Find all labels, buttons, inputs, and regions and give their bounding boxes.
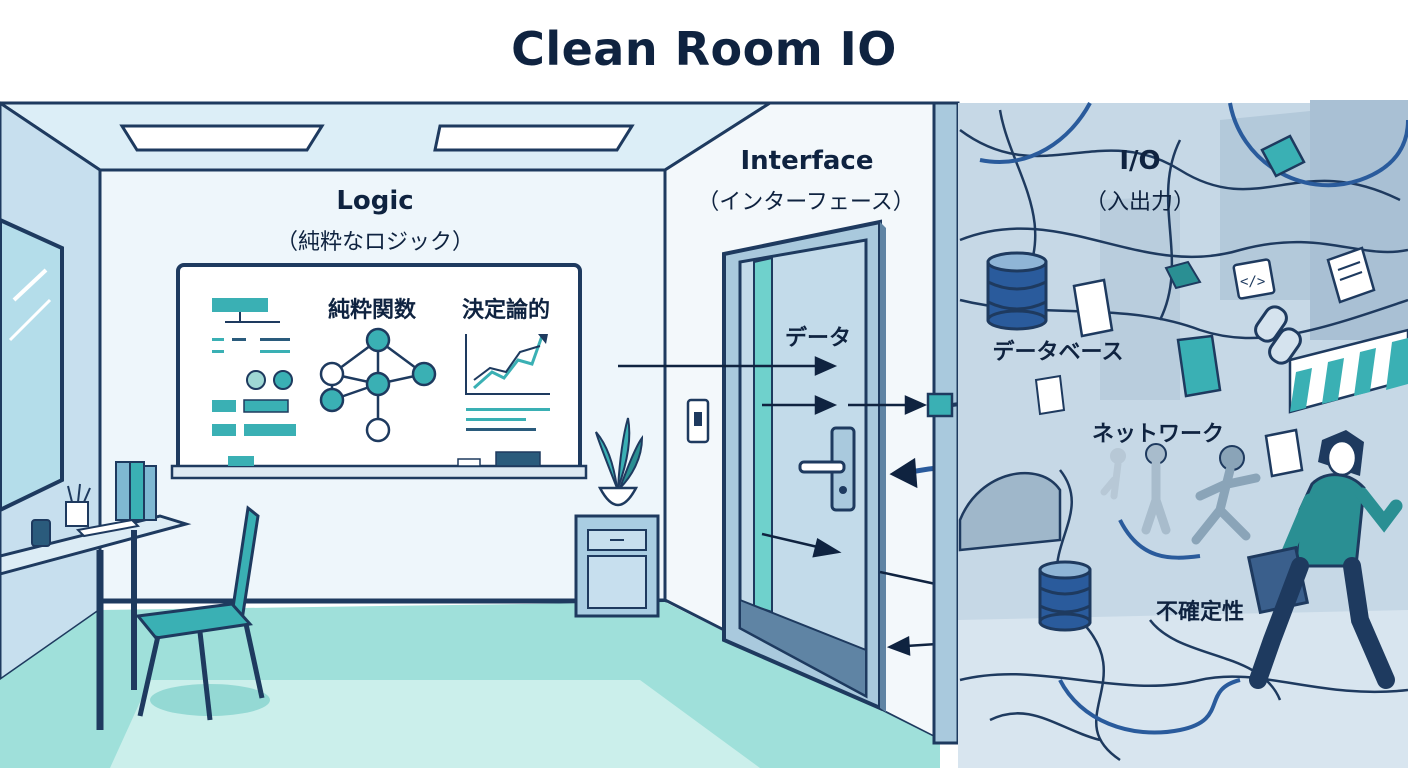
- io-chaos-area: </>: [958, 100, 1408, 768]
- flowchart-sketch: [212, 298, 296, 436]
- pure-function-graph: [319, 327, 437, 443]
- data-label: データ: [784, 326, 851, 351]
- wrecked-car: [958, 471, 1062, 552]
- document-icon: [1034, 246, 1376, 478]
- deterministic-label: 決定論的: [461, 298, 550, 323]
- io-sublabel: （入出力）: [1084, 190, 1195, 215]
- interface-door: [722, 219, 886, 712]
- door-handle: [798, 460, 846, 474]
- chain-link-icon: [1254, 305, 1302, 365]
- io-label: I/O: [1119, 146, 1161, 176]
- ceiling-light-left: [119, 124, 325, 152]
- code-icon: </>: [1232, 258, 1276, 300]
- deterministic-chart-sketch: [465, 334, 550, 431]
- database-label: データベース: [992, 340, 1124, 365]
- network-label: ネットワーク: [1091, 422, 1224, 447]
- desk: [0, 461, 192, 730]
- running-person: [1100, 443, 1261, 545]
- window: [0, 217, 64, 513]
- businessman-walking: [1246, 430, 1403, 689]
- floating-cube-icon: [1260, 134, 1306, 178]
- page-title: Clean Room IO: [511, 22, 897, 76]
- interface-sublabel: （インターフェース）: [697, 190, 915, 215]
- logic-sublabel: （純粋なロジック）: [275, 230, 474, 255]
- cabinet-with-plant: [574, 417, 660, 618]
- chair: [135, 505, 270, 721]
- svg-text:</>: </>: [1240, 274, 1265, 290]
- shop-awning: [1288, 328, 1408, 414]
- uncertainty-label: 不確定性: [1155, 600, 1244, 625]
- database-icon: [986, 251, 1048, 331]
- plug-socket: [926, 392, 954, 418]
- interface-label: Interface: [740, 146, 874, 176]
- logic-label: Logic: [336, 186, 414, 216]
- ceiling-light-right: [433, 124, 635, 152]
- pure-function-label: 純粋関数: [327, 298, 416, 323]
- database-icon-lower: [1038, 560, 1092, 632]
